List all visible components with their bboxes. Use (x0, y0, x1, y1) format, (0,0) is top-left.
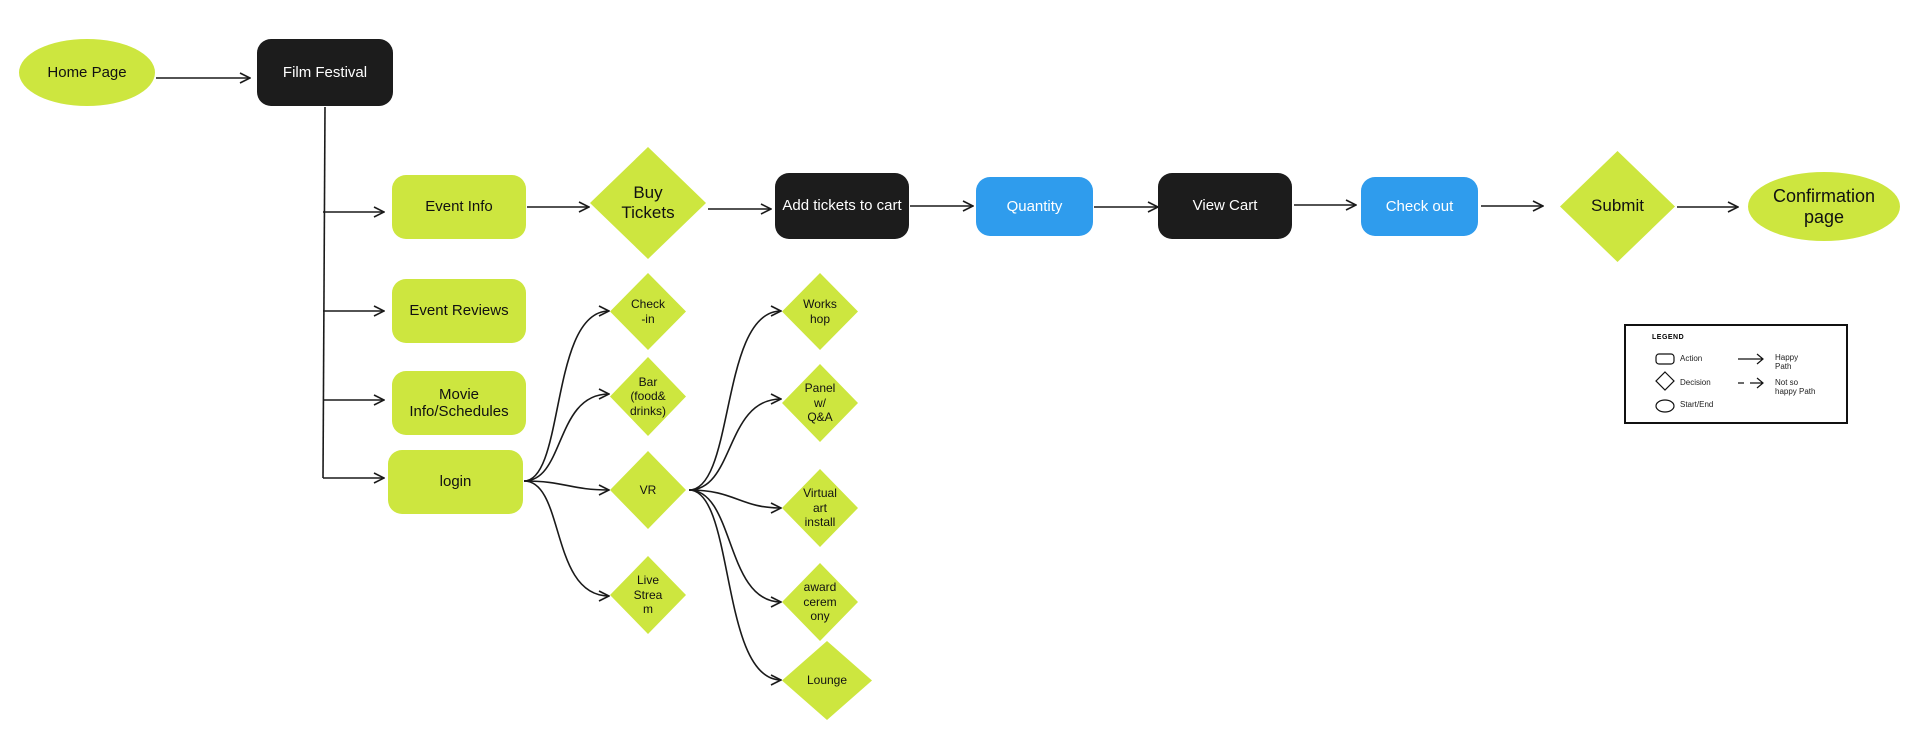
start-end-symbol-icon (1655, 399, 1675, 413)
connector-vr-to-workshop (688, 311, 781, 491)
award-ceremony-label: award cerem ony (803, 580, 837, 624)
connector-login-to-vr (523, 480, 609, 490)
movie-info-node: Movie Info/Schedules (392, 371, 526, 435)
view-cart-node: View Cart (1158, 173, 1292, 239)
connector-vr-to-award (688, 489, 781, 602)
event-info-node: Event Info (392, 175, 526, 239)
bar-decision: Bar (food& drinks) (610, 357, 686, 436)
bar-label: Bar (food& drinks) (629, 374, 666, 418)
connector-vr-to-lounge (688, 489, 781, 680)
lounge-decision: Lounge (782, 641, 872, 720)
legend-happy-path-label: Happy Path (1775, 353, 1799, 372)
panel-decision: Panel w/ Q&A (782, 364, 858, 442)
live-stream-decision: Live Strea m (610, 556, 686, 634)
decision-symbol-icon (1655, 371, 1675, 391)
login-node: login (388, 450, 523, 514)
buy-tickets-label: Buy Tickets (621, 182, 675, 222)
buy-tickets-decision: Buy Tickets (590, 147, 706, 259)
check-in-label: Check -in (630, 297, 665, 326)
connector-festival-trunk (322, 106, 326, 479)
event-reviews-node: Event Reviews (392, 279, 526, 343)
live-stream-label: Live Strea m (633, 573, 663, 617)
legend-action-label: Action (1680, 354, 1703, 363)
confirmation-page-node: Confirmation page (1748, 172, 1900, 241)
legend-start-end-label: Start/End (1680, 400, 1714, 409)
add-tickets-node: Add tickets to cart (775, 173, 909, 239)
legend-symbols (1655, 353, 1764, 413)
connector-login-to-bar (523, 394, 609, 482)
connector-vr-to-panel (688, 399, 781, 491)
home-page-node: Home Page (19, 39, 155, 106)
virtual-art-decision: Virtual art install (782, 469, 858, 547)
submit-decision: Submit (1560, 151, 1675, 262)
lounge-label: Lounge (806, 673, 848, 688)
panel-label: Panel w/ Q&A (804, 381, 836, 425)
legend-title: LEGEND (1652, 334, 1685, 341)
legend-box: LEGEND Action Decision Start/End Happy P… (1624, 324, 1848, 424)
action-symbol-icon (1655, 353, 1675, 365)
legend-decision-label: Decision (1680, 378, 1711, 387)
virtual-art-label: Virtual art install (803, 486, 837, 530)
submit-label: Submit (1591, 196, 1644, 216)
connector-vr-to-virtual (688, 489, 781, 508)
award-ceremony-decision: award cerem ony (782, 563, 858, 641)
check-in-decision: Check -in (610, 273, 686, 350)
happy-path-arrow-icon (1738, 353, 1764, 365)
not-so-happy-path-arrow-icon (1738, 377, 1764, 389)
vr-decision: VR (610, 451, 686, 529)
workshop-label: Works hop (803, 297, 837, 326)
film-festival-node: Film Festival (257, 39, 393, 106)
connector-login-to-livestream (523, 480, 609, 596)
workshop-decision: Works hop (782, 273, 858, 350)
legend-not-happy-path-label: Not so happy Path (1775, 378, 1816, 397)
quantity-node: Quantity (976, 177, 1093, 236)
check-out-node: Check out (1361, 177, 1478, 236)
vr-label: VR (639, 482, 657, 497)
connector-login-to-checkin (523, 311, 609, 482)
